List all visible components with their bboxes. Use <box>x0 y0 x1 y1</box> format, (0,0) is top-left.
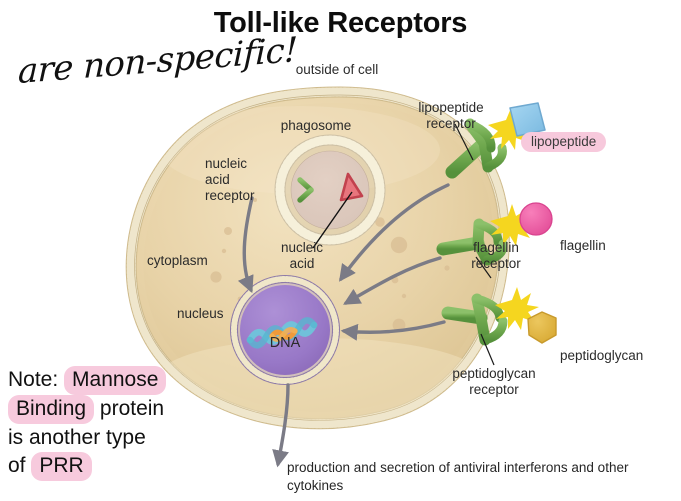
lipopeptide-receptor-icon <box>445 118 507 179</box>
nucleic-acid-receptor-icon <box>297 177 328 203</box>
page-title: Toll-like Receptors <box>213 7 468 39</box>
lipopeptide-receptor-leader <box>454 123 474 161</box>
note-block: Note: Mannose Binding protein is another… <box>8 366 213 481</box>
arrow-peptidoglycan <box>340 320 446 341</box>
flagellin-ligand-icon <box>519 202 553 236</box>
label-cytoplasm: cytoplasm <box>147 253 208 268</box>
peptidoglycan-ligand-icon <box>527 311 557 344</box>
cytoplasm-vesicles <box>210 198 450 332</box>
note-line3: is another type <box>8 425 146 449</box>
output-caption: production and secretion of antiviral in… <box>287 460 629 493</box>
dna-helix-icon <box>246 317 318 349</box>
label-nucleic-acid-receptor: nucleic acid receptor <box>205 156 255 203</box>
flagellin-receptor-icon <box>436 218 508 266</box>
peptidoglycan-receptor-leader <box>480 333 495 366</box>
arrow-flagellin <box>343 256 442 305</box>
label-phagosome: phagosome <box>280 118 352 133</box>
label-dna: DNA <box>269 335 301 351</box>
note-prefix: Note: <box>8 368 65 391</box>
note-highlight-binding: Binding <box>8 394 95 424</box>
label-peptidoglycan-ligand: peptidoglycan <box>560 348 644 363</box>
phagosome <box>274 134 386 246</box>
nucleus <box>230 275 340 385</box>
note-highlight-prr: PRR <box>31 451 92 481</box>
label-outside-of-cell: outside of cell <box>295 62 379 77</box>
label-lipopeptide-ligand: lipopeptide <box>521 132 607 152</box>
peptidoglycan-receptor-icon <box>441 293 508 346</box>
lipopeptide-ligand-icon <box>509 102 546 137</box>
nucleic-acid-leader-line <box>312 191 353 249</box>
note-mid: protein <box>94 396 165 420</box>
label-flagellin-ligand: flagellin <box>560 238 606 253</box>
arrow-lipopeptide <box>339 183 450 282</box>
note-of: of <box>8 453 32 477</box>
nucleic-acid-icon <box>339 172 364 202</box>
label-nucleic-acid: nucleic acid <box>280 240 324 271</box>
label-nucleus: nucleus <box>177 306 224 321</box>
signal-arrows <box>237 183 450 341</box>
label-peptidoglycan-receptor: peptidoglycan receptor <box>452 366 536 397</box>
arrow-cytokine-output <box>272 383 290 468</box>
label-flagellin-receptor: flagellin receptor <box>471 240 521 271</box>
note-highlight-mannose: Mannose <box>64 366 167 395</box>
arrow-nucleic-acid-receptor <box>237 196 254 294</box>
flagellin-receptor-leader <box>475 256 492 279</box>
cell-body <box>125 86 510 430</box>
label-lipopeptide-receptor: lipopeptide receptor <box>418 100 484 131</box>
